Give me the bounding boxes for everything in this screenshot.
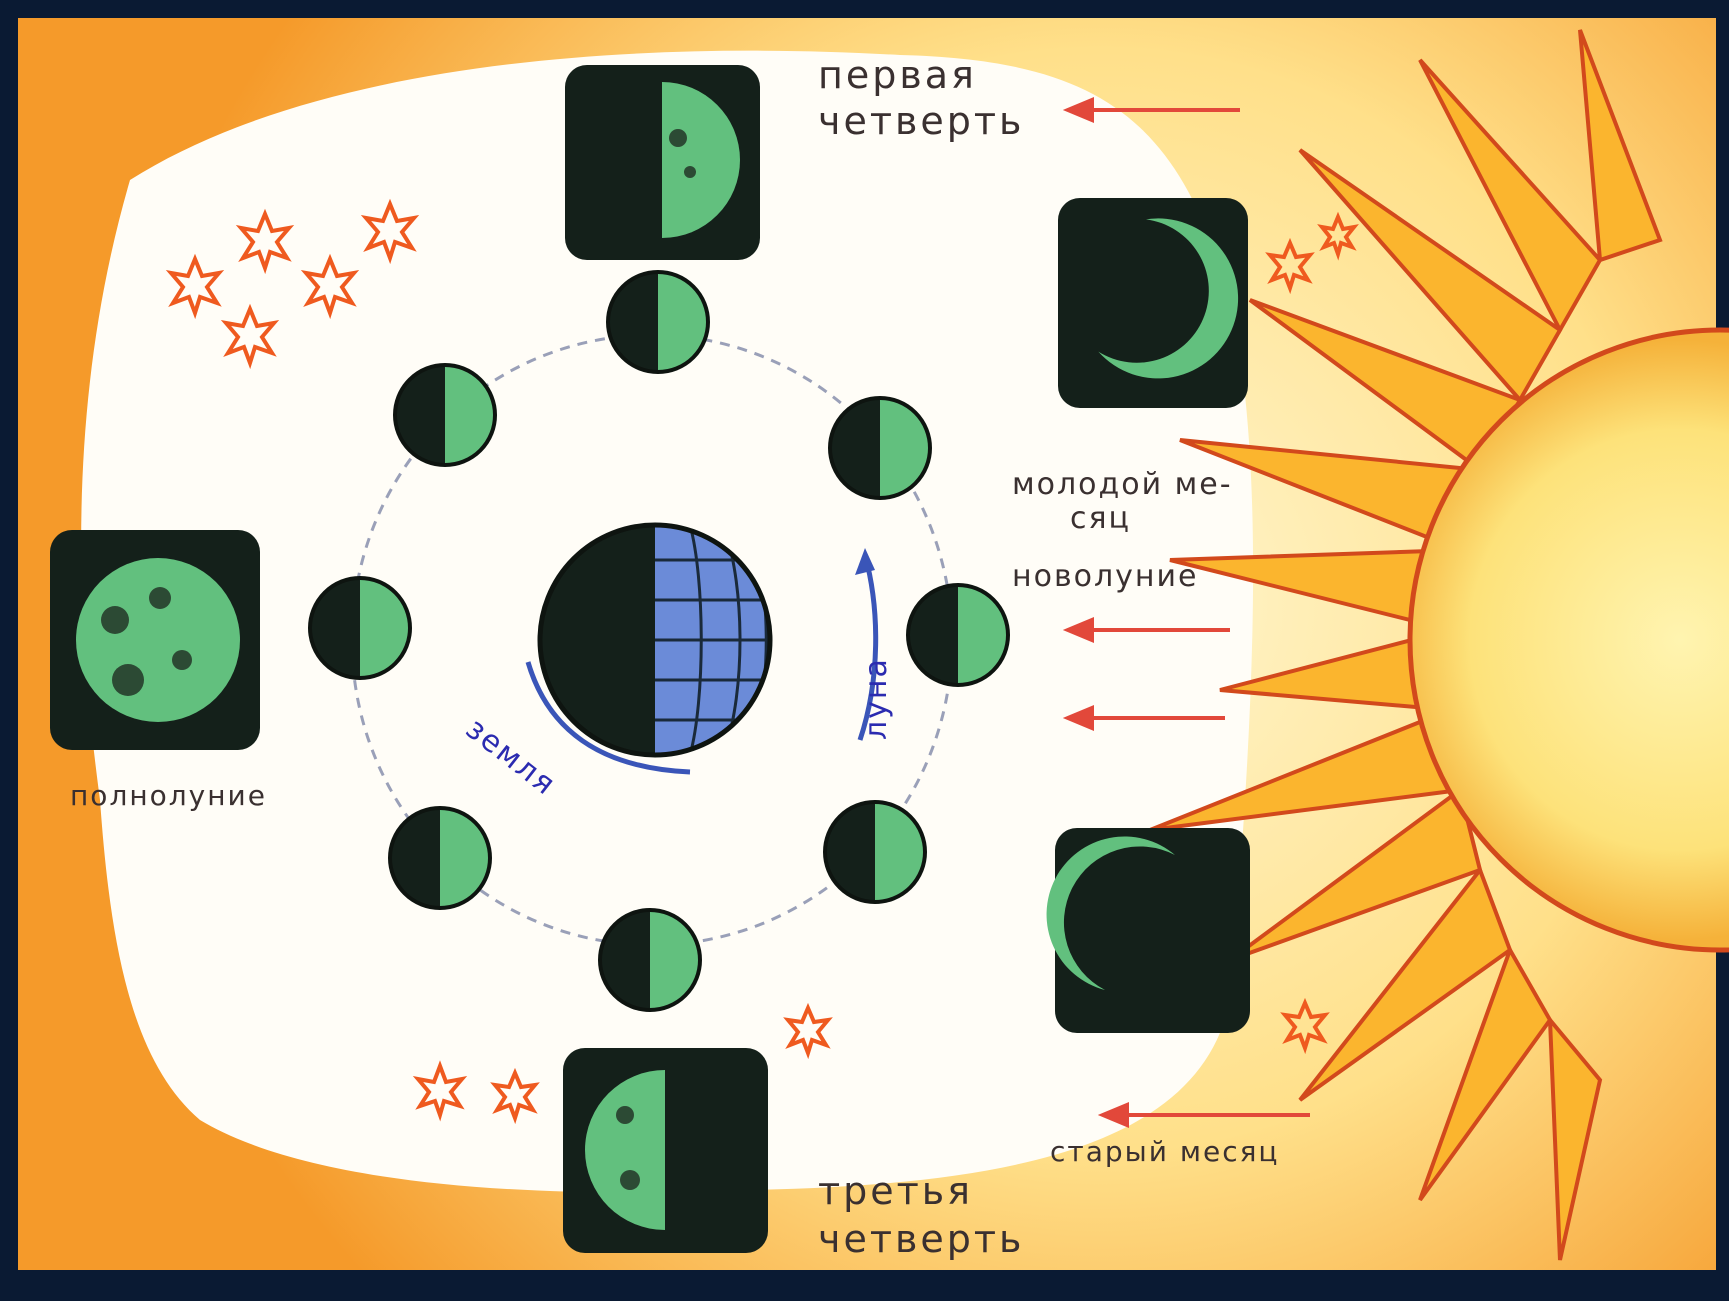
orbit-moon: [908, 585, 1008, 685]
label-first-quarter-line1: первая: [818, 54, 977, 96]
orbit-moon: [825, 802, 925, 902]
label-third-quarter-line1: третья: [818, 1170, 973, 1212]
label-full-moon: полнолуние: [70, 780, 267, 812]
label-first-quarter-line2: четверть: [818, 100, 1024, 142]
orbit-moon: [390, 808, 490, 908]
phase-old-moon: [1047, 828, 1250, 1033]
phase-full-moon: [50, 530, 260, 750]
label-young-moon-line1: молодой ме-: [1012, 468, 1233, 502]
label-young-moon-line2: сяц: [1070, 502, 1131, 536]
orbit-moon: [600, 910, 700, 1010]
phase-third-quarter: [563, 1048, 768, 1253]
label-moon: луна: [860, 657, 894, 740]
label-third-quarter-line2: четверть: [818, 1218, 1024, 1260]
phase-young-moon: [1058, 197, 1261, 408]
label-new-moon: новолуние: [1012, 560, 1199, 594]
orbit-moon: [395, 365, 495, 465]
orbit-moon: [608, 272, 708, 372]
label-old-moon: старый месяц: [1050, 1136, 1280, 1168]
orbit-moon: [310, 578, 410, 678]
phase-first-quarter: [565, 65, 760, 260]
orbit-moon: [830, 398, 930, 498]
